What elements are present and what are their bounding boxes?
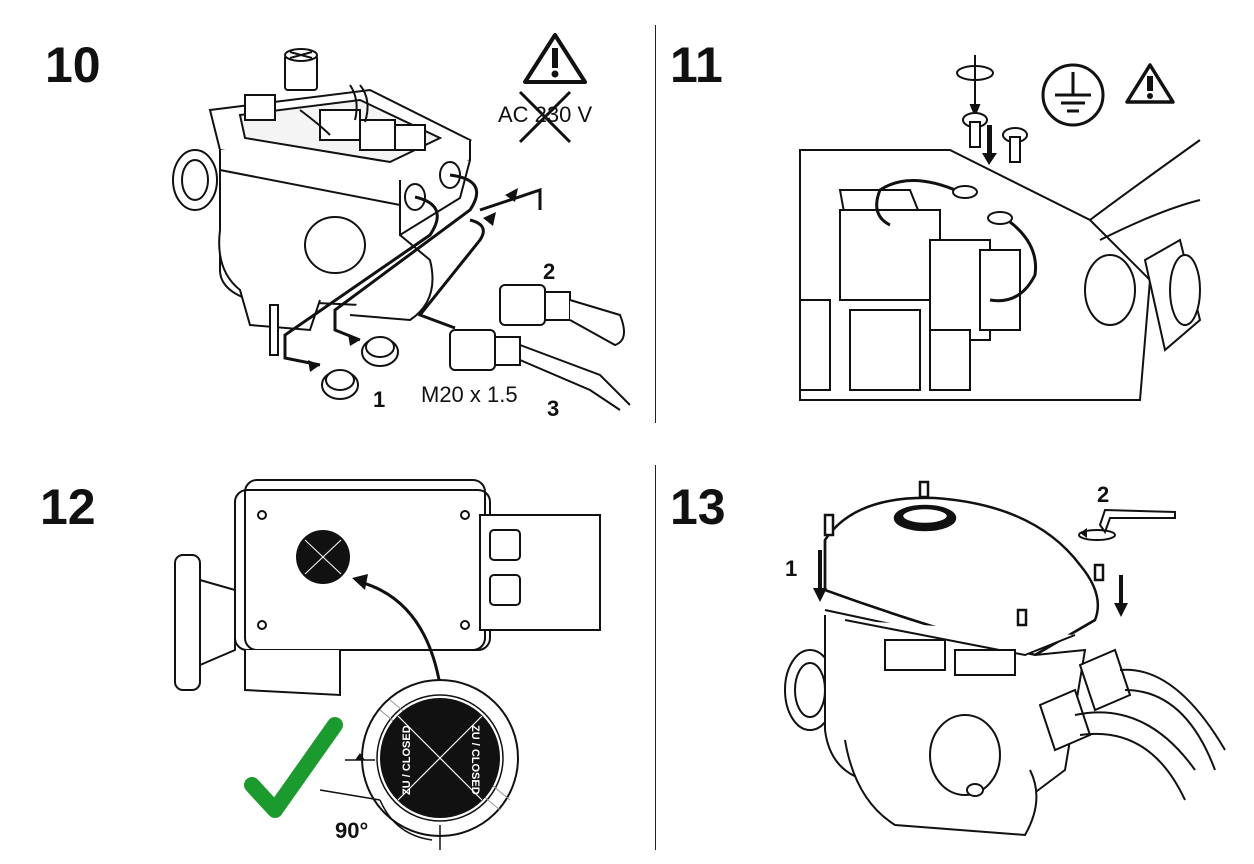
rotate-icon: [956, 55, 994, 118]
lid-callout-1: 1: [785, 556, 798, 581]
ground-icon: [1041, 63, 1105, 127]
divider-vertical-bottom: [655, 465, 656, 850]
hex-key-icon: [1078, 508, 1176, 541]
step-11-illustration: [799, 55, 1202, 401]
step-10-illustration: [172, 33, 631, 411]
angle-label: 90°: [335, 818, 369, 843]
step-number-11: 11: [670, 37, 723, 93]
divider-vertical-top: [655, 25, 656, 423]
cable-gland: [449, 284, 631, 411]
callout-3: 3: [547, 396, 560, 421]
actuator-housing: [172, 48, 473, 356]
dial-text-right: ZU / CLOSED: [469, 725, 481, 795]
blanking-plug: [321, 336, 399, 400]
actuator-body: [174, 479, 601, 697]
checkmark-icon: [244, 717, 343, 818]
rotate-icon: [1080, 528, 1087, 538]
step-number-13: 13: [670, 479, 726, 535]
step-number-10: 10: [45, 37, 101, 93]
step-number-12: 12: [40, 479, 96, 535]
callout-2: 2: [543, 259, 556, 284]
screw: [962, 112, 1028, 163]
step-12-illustration: ZU / CLOSED ZU / CLOSED: [174, 479, 601, 850]
voltage-label: AC 230 V: [498, 102, 593, 127]
lid-callout-2: 2: [1097, 482, 1110, 507]
warning-icon: [523, 33, 587, 84]
step-13-illustration: [784, 480, 1226, 837]
dial-text-left: ZU / CLOSED: [401, 725, 413, 795]
warning-icon: [1125, 63, 1175, 104]
thread-label: M20 x 1.5: [421, 382, 518, 407]
callout-1: 1: [373, 387, 386, 412]
